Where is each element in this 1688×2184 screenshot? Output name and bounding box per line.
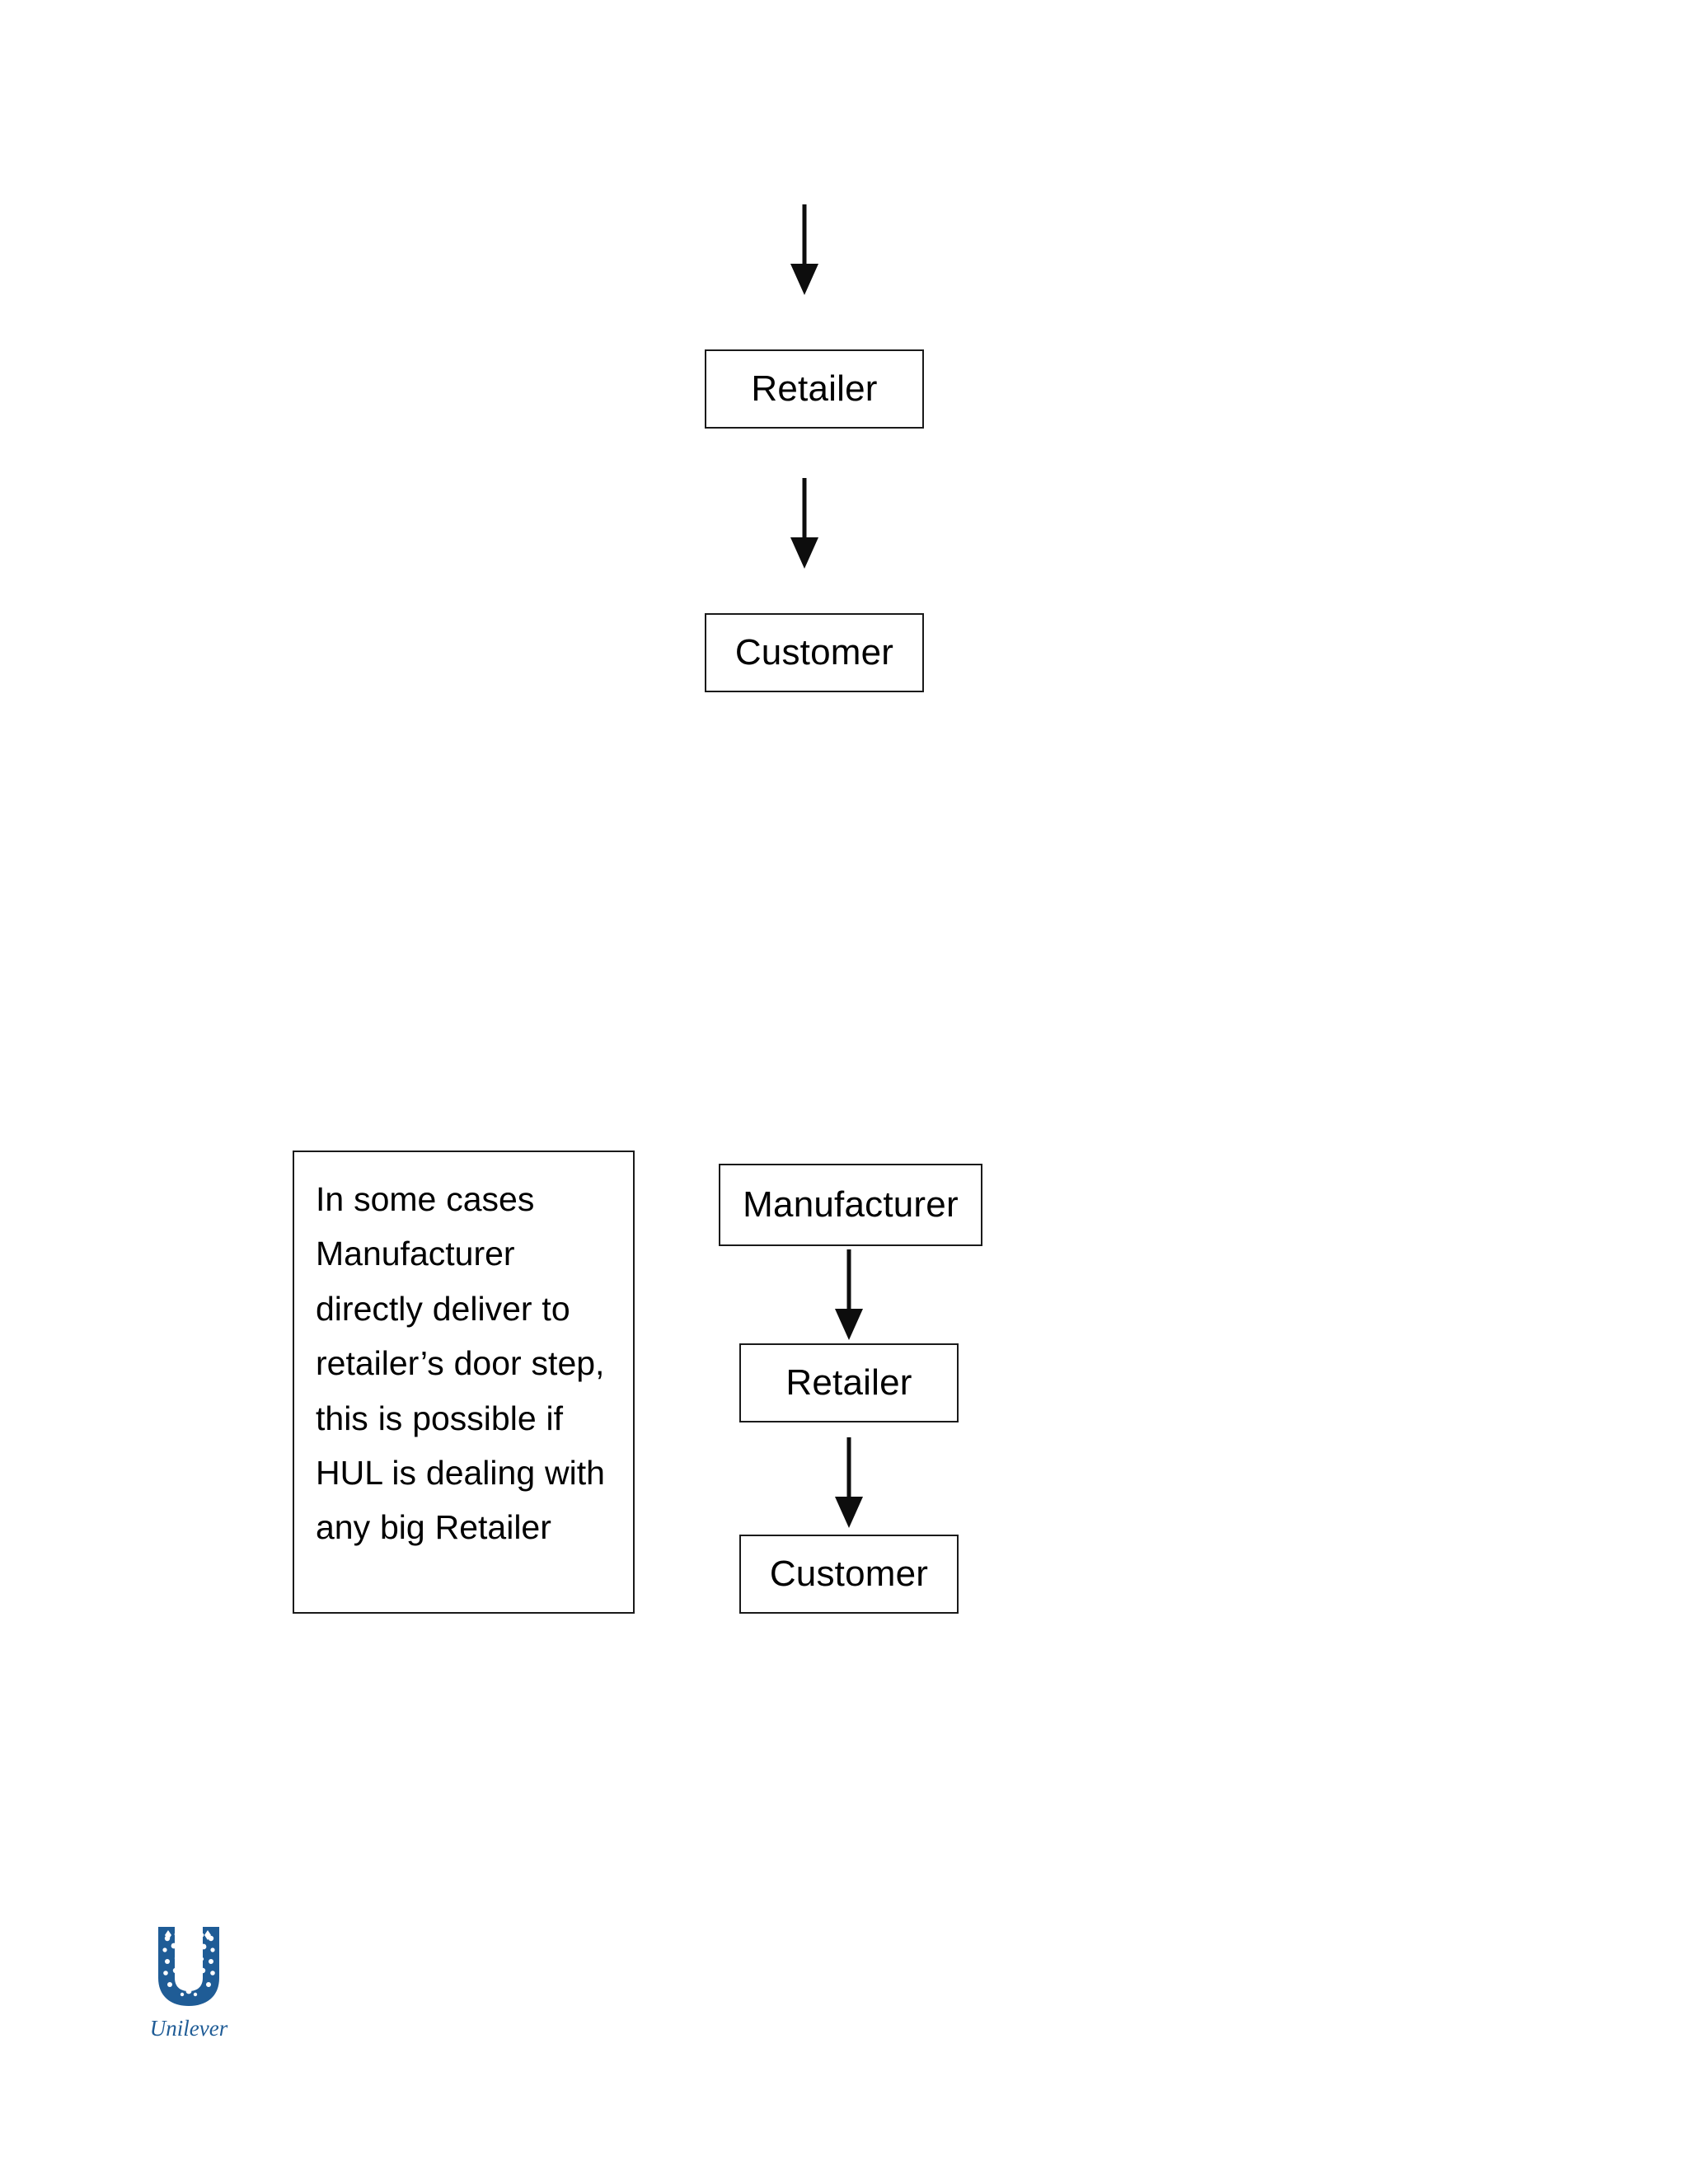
unilever-logo: Unilever: [140, 1920, 237, 2044]
node-manufacturer[interactable]: Manufacturer: [719, 1164, 982, 1246]
arrow-down-retailer-to-customer-top: [786, 478, 823, 569]
node-customer-bottom[interactable]: Customer: [739, 1535, 959, 1614]
arrow-down-manufacturer-to-retailer: [831, 1249, 867, 1340]
direct-delivery-note-text: In some cases Manufacturer directly deli…: [316, 1180, 605, 1547]
unilever-wordmark: Unilever: [150, 2016, 228, 2041]
arrow-down-into-retailer: [786, 204, 823, 295]
node-customer-top[interactable]: Customer: [705, 613, 924, 692]
node-retailer-top[interactable]: Retailer: [705, 349, 924, 429]
direct-delivery-note: In some cases Manufacturer directly deli…: [293, 1151, 635, 1614]
node-retailer-bottom[interactable]: Retailer: [739, 1343, 959, 1422]
arrow-down-retailer-to-customer-bottom: [831, 1437, 867, 1528]
